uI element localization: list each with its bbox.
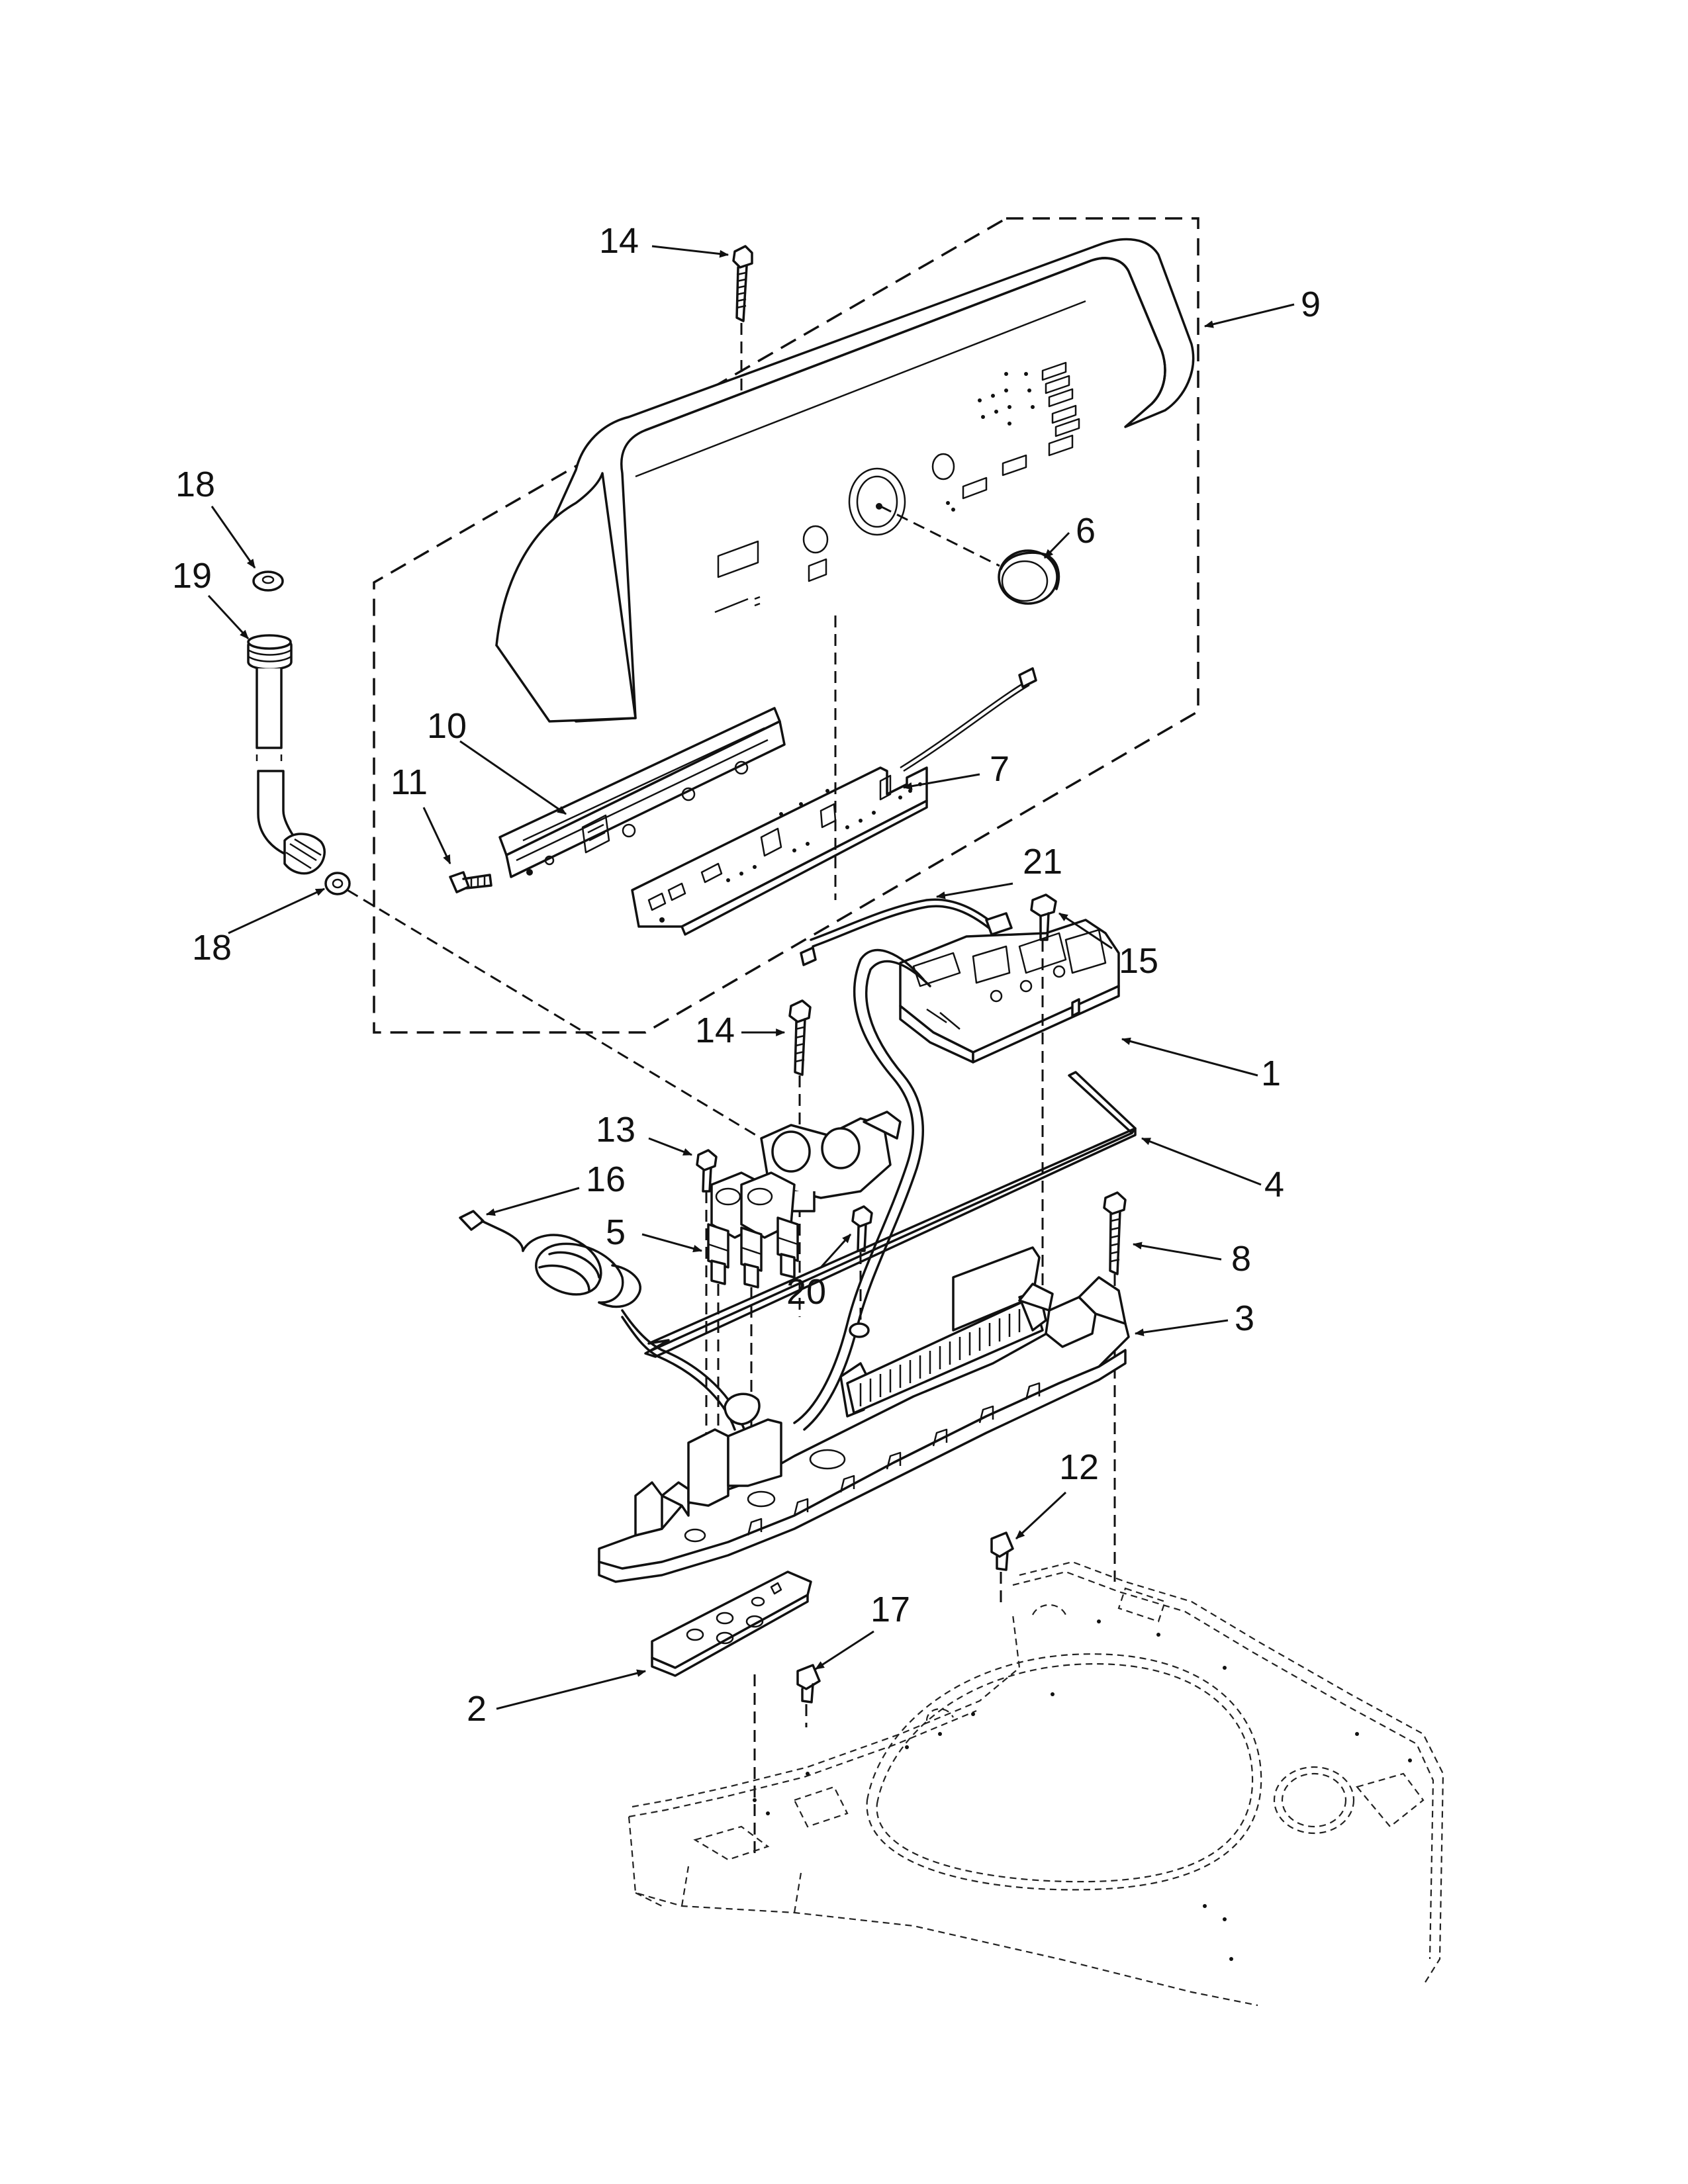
callout-1: 1 — [1261, 1054, 1281, 1093]
mounting-plate — [651, 1570, 812, 1677]
callout-10: 10 — [427, 706, 467, 746]
callout-12: 12 — [1059, 1447, 1099, 1487]
callout-16: 16 — [586, 1160, 626, 1199]
user-interface-board — [631, 667, 1037, 936]
callout-15: 15 — [1119, 941, 1158, 981]
control-knob — [998, 549, 1060, 605]
callout-11: 11 — [391, 762, 428, 802]
console-panel — [495, 238, 1195, 723]
main-control-board — [899, 919, 1120, 1064]
harness-21 — [810, 898, 994, 941]
display-window — [717, 540, 759, 578]
callout-18-bottom: 18 — [192, 928, 232, 968]
clip-12 — [990, 1531, 1014, 1571]
inlet-washer-bottom — [324, 872, 351, 895]
clip-17 — [796, 1664, 821, 1704]
callout-labels: 14 9 18 19 6 10 11 7 21 15 18 1 14 13 4 … — [172, 221, 1321, 1729]
bracket-screw — [449, 871, 492, 893]
console-end-cap-base — [598, 1246, 1130, 1583]
callout-4: 4 — [1264, 1165, 1284, 1205]
callout-6: 6 — [1076, 511, 1096, 551]
water-valve — [707, 1111, 902, 1289]
console-screw-long — [1103, 1191, 1127, 1275]
knob-opening — [848, 467, 906, 536]
washer-top-phantom — [628, 1561, 1444, 2007]
ground-screw — [851, 1205, 873, 1252]
valve-screw — [788, 999, 812, 1076]
callout-5: 5 — [606, 1212, 626, 1252]
leader-lines — [207, 245, 1295, 1710]
callout-7: 7 — [990, 749, 1009, 789]
callout-14-mid: 14 — [695, 1011, 735, 1050]
inlet-washer-top — [252, 570, 284, 592]
start-button-hole — [802, 525, 829, 554]
control-screw — [1030, 893, 1057, 941]
callout-3: 3 — [1235, 1298, 1254, 1338]
callout-14-top: 14 — [599, 221, 639, 261]
callout-17: 17 — [870, 1590, 910, 1629]
inlet-hose-fitting — [247, 634, 326, 875]
control-rod — [1068, 1071, 1137, 1134]
console-assembly-outline — [373, 217, 1199, 1034]
callout-2: 2 — [467, 1689, 487, 1729]
callout-9: 9 — [1301, 285, 1321, 324]
callout-21: 21 — [1023, 842, 1062, 882]
callout-8: 8 — [1231, 1239, 1251, 1279]
screw-top — [732, 245, 753, 322]
display-board-bracket — [498, 707, 786, 878]
callout-18-top: 18 — [175, 465, 215, 504]
callout-13: 13 — [596, 1110, 635, 1150]
callout-20: 20 — [786, 1272, 826, 1312]
callout-19: 19 — [172, 556, 212, 596]
